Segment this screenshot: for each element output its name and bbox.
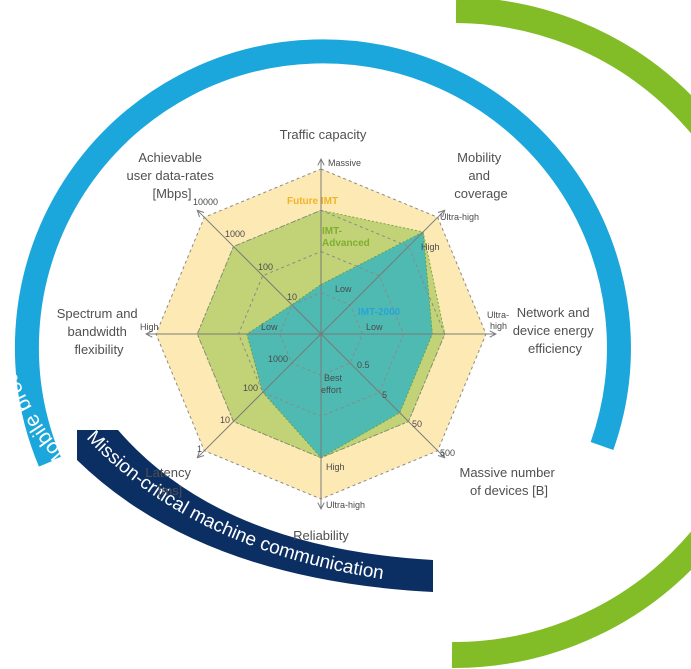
tick-devices-50: 50	[412, 419, 422, 429]
tick-energy-low: Low	[366, 322, 383, 332]
axis-arrow-latency	[196, 450, 205, 459]
tick-reliability-ultra-high: Ultra-high	[326, 500, 365, 510]
tick-spectrum-high: High	[140, 322, 159, 332]
series-label-imt-advanced-line1: IMT-	[322, 226, 342, 237]
tick-spectrum-low: Low	[261, 322, 278, 332]
axis-label-reliability: Reliability	[293, 528, 349, 543]
tick-datarates-10: 10	[287, 292, 297, 302]
massive-machine-arc	[451, 0, 691, 669]
tick-traffic-massive: Massive	[328, 158, 361, 168]
series-label-imt-2000: IMT-2000	[358, 307, 401, 318]
axis-label-devices: Massive number of devices [B]	[460, 465, 559, 498]
mobile-broadband-arc	[14, 39, 631, 467]
series-label-imt-advanced: IMT- Advanced	[322, 226, 370, 249]
axis-arrow-devices	[437, 450, 446, 459]
tick-mobility-high: High	[421, 242, 440, 252]
tick-latency-10: 10	[220, 415, 230, 425]
axis-arrow-mobility	[437, 209, 446, 218]
tick-devices-0-5: 0.5	[357, 360, 370, 370]
tick-reliability-high: High	[326, 462, 345, 472]
tick-latency-100: 100	[243, 383, 258, 393]
axis-line-devices	[320, 333, 446, 459]
massive-machine-label: Massive machine communication	[573, 301, 691, 572]
mission-critical-arc	[77, 430, 433, 592]
tick-energy-ultra: Ultra-	[487, 310, 509, 320]
axis-label-spectrum: Spectrum and bandwidth flexibility	[57, 306, 142, 357]
tick-datarates-1000: 1000	[225, 229, 245, 239]
tick-datarates-100: 100	[258, 262, 273, 272]
axis-arrow-spectrum	[145, 330, 153, 338]
tick-latency-1: 1	[197, 444, 202, 454]
tick-energy-high: high	[490, 321, 507, 331]
axis-arrow-traffic	[317, 158, 325, 166]
tick-mobility-ultra-high: Ultra-high	[440, 212, 479, 222]
series-label-imt-advanced-line2: Advanced	[322, 238, 370, 249]
axis-arrow-energy	[489, 330, 497, 338]
axis-label-mobility: Mobility and coverage	[454, 150, 507, 201]
tick-datarates-10000: 10000	[193, 197, 218, 207]
tick-labels: Massive Low Ultra-high High Ultra- high …	[140, 158, 509, 510]
tick-traffic-low: Low	[335, 284, 352, 294]
tick-reliability-effort: effort	[321, 385, 342, 395]
tick-latency-1000: 1000	[268, 354, 288, 364]
axis-label-datarates: Achievable user data-rates [Mbps]	[126, 150, 217, 201]
tick-devices-5: 5	[382, 390, 387, 400]
series-label-future-imt: Future IMT	[287, 196, 338, 207]
axis-label-latency: Latency [ms]	[145, 465, 194, 498]
axis-arrow-reliability	[317, 502, 325, 510]
axis-arrow-datarates	[196, 209, 205, 218]
tick-devices-500: 500	[440, 448, 455, 458]
axis-label-energy: Network and device energy efficiency	[513, 305, 598, 356]
axis-label-traffic: Traffic capacity	[280, 127, 367, 142]
axis-titles: Traffic capacity Mobility and coverage N…	[57, 127, 598, 543]
axis-line-latency	[196, 333, 322, 459]
axis-line-mobility	[320, 209, 446, 335]
tick-reliability-best: Best	[324, 373, 343, 383]
radar-chart	[145, 158, 497, 510]
axis-line-datarates	[196, 209, 322, 335]
